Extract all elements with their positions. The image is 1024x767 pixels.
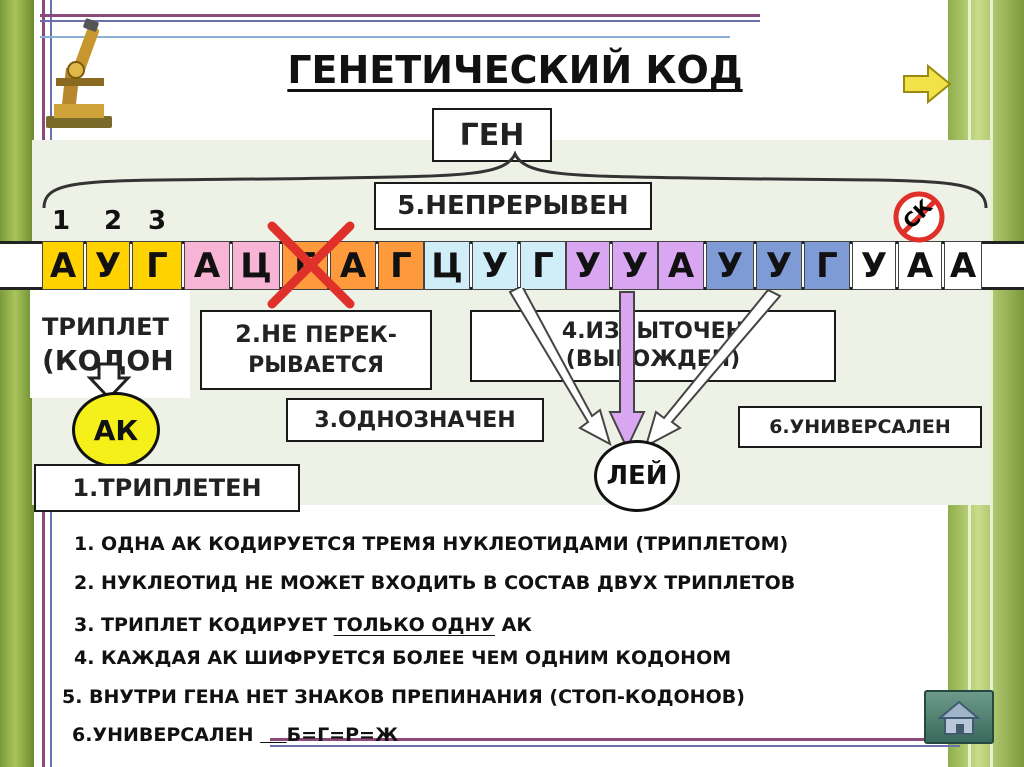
nucleotide-18: У xyxy=(852,241,896,290)
next-arrow-icon[interactable] xyxy=(898,60,956,108)
nucleotide-8: Г xyxy=(378,241,424,290)
nucleotide-9: Ц xyxy=(424,241,470,290)
amino-acid-label: АК xyxy=(93,413,139,447)
microscope-icon xyxy=(46,18,112,128)
universal-label: 6.УНИВЕРСАЛЕН xyxy=(769,416,951,438)
amino-acid-circle: АК xyxy=(72,392,160,468)
leucine-label: ЛЕЙ xyxy=(606,461,668,491)
nucleotide-19: А xyxy=(898,241,942,290)
top-decor-line-1 xyxy=(40,14,760,17)
nucleotide-20: А xyxy=(944,241,982,290)
bottom-decor-line-1 xyxy=(270,738,960,741)
nucleotide-14: А xyxy=(658,241,704,290)
nucleotide-11: Г xyxy=(520,241,566,290)
triplet-property-label: 1.ТРИПЛЕТЕН xyxy=(72,474,262,502)
top-decor-line-3 xyxy=(40,36,730,38)
triplet-codon-line-1: ТРИПЛЕТ xyxy=(42,313,169,341)
nucleotide-17: Г xyxy=(804,241,850,290)
codon-number-1: 1 xyxy=(52,206,71,236)
non-overlap-line-1: 2.НЕ ПЕРЕК- xyxy=(235,320,397,348)
leucine-circle: ЛЕЙ xyxy=(594,440,680,512)
bottom-decor-line-2 xyxy=(270,745,960,747)
left-decor-strip xyxy=(0,0,34,767)
home-button[interactable] xyxy=(924,690,994,744)
nucleotide-10: У xyxy=(472,241,518,290)
gene-brace xyxy=(42,150,988,209)
statement-5: 5. ВНУТРИ ГЕНА НЕТ ЗНАКОВ ПРЕПИНАНИЯ (СТ… xyxy=(62,686,745,708)
statement-1: 1. ОДНА АК КОДИРУЕТСЯ ТРЕМЯ НУКЛЕОТИДАМИ… xyxy=(74,533,789,555)
unambiguous-label: 3.ОДНОЗНАЧЕН xyxy=(314,407,516,433)
nucleotide-4: А xyxy=(184,241,230,290)
universal-box: 6.УНИВЕРСАЛЕН xyxy=(738,406,982,448)
codon-number-3: 3 xyxy=(148,206,167,236)
nucleotide-5: Ц xyxy=(232,241,280,290)
stop-codon-sign: СК xyxy=(892,190,946,244)
nucleotide-15: У xyxy=(706,241,754,290)
top-decor-line-2 xyxy=(40,20,760,22)
codon-to-leu-arrows xyxy=(508,288,782,451)
redundant-line-1: 4.ИЗБЫТОЧЕН xyxy=(561,319,745,344)
nucleotide-1: А xyxy=(42,241,84,290)
down-arrow-icon xyxy=(86,362,132,400)
gene-label-box: ГЕН xyxy=(432,108,552,162)
continuous-label: 5.НЕПРЕРЫВЕН xyxy=(397,191,629,221)
no-entry-icon xyxy=(893,191,945,243)
non-overlap-line-2: РЫВАЕТСЯ xyxy=(248,353,384,378)
home-icon xyxy=(937,700,981,735)
unambiguous-box: 3.ОДНОЗНАЧЕН xyxy=(286,398,544,442)
nucleotide-2: У xyxy=(86,241,130,290)
statement-6: 6.УНИВЕРСАЛЕН Б=Г=Р=Ж xyxy=(72,724,399,746)
statement-3: 3. ТРИПЛЕТ КОДИРУЕТ ТОЛЬКО ОДНУ АК xyxy=(74,614,532,636)
nucleotide-7: А xyxy=(330,241,376,290)
non-overlap-box: 2.НЕ ПЕРЕК- РЫВАЕТСЯ xyxy=(200,310,432,390)
overlap-cross-icon xyxy=(267,221,355,309)
statement-2: 2. НУКЛЕОТИД НЕ МОЖЕТ ВХОДИТЬ В СОСТАВ Д… xyxy=(74,572,796,594)
nucleotide-12: У xyxy=(566,241,610,290)
continuous-box: 5.НЕПРЕРЫВЕН xyxy=(374,182,652,230)
statement-4: 4. КАЖДАЯ АК ШИФРУЕТСЯ БОЛЕЕ ЧЕМ ОДНИМ К… xyxy=(74,647,732,669)
right-decor-line-2 xyxy=(990,0,993,767)
codon-number-2: 2 xyxy=(104,206,123,236)
nucleotide-13: У xyxy=(612,241,658,290)
nucleotide-3: Г xyxy=(132,241,182,290)
page-title: ГЕНЕТИЧЕСКИЙ КОД xyxy=(287,48,743,92)
nucleotide-16: У xyxy=(756,241,802,290)
gene-label: ГЕН xyxy=(459,117,525,153)
triplet-property-box: 1.ТРИПЛЕТЕН xyxy=(34,464,300,512)
